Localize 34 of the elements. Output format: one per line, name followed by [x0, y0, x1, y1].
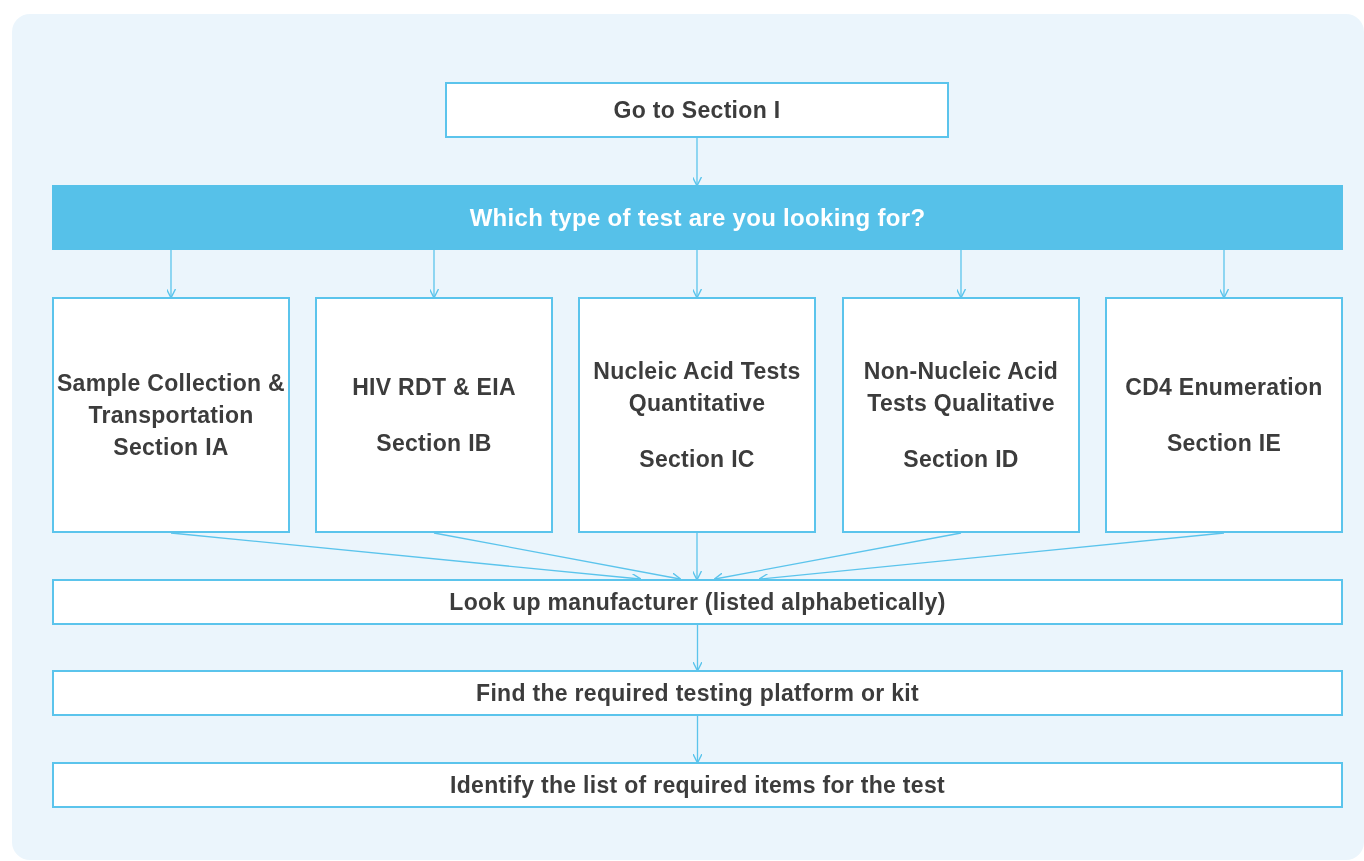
box-label: CD4 Enumeration [1125, 372, 1323, 402]
arrow [692, 624, 703, 672]
arrow [691, 249, 703, 299]
section-label: Section IB [376, 429, 492, 458]
process-box [52, 762, 1343, 808]
arrow [691, 532, 703, 581]
question-banner [52, 185, 1343, 250]
box-label: Non-Nucleic Acid Tests Qualitative [862, 356, 1060, 418]
arrow [692, 715, 703, 764]
process-box [842, 297, 1080, 533]
box-label: HIV RDT & EIA [352, 372, 516, 402]
process-box [52, 670, 1343, 716]
arrow [165, 249, 177, 299]
process-box [52, 297, 290, 533]
section-label: Section IE [1166, 429, 1282, 458]
process-box [52, 579, 1343, 625]
arrow [1218, 249, 1230, 299]
box-label: Go to Section I [613, 95, 781, 125]
box-label: Look up manufacturer (listed alphabetically) [449, 587, 946, 617]
box-label: Nucleic Acid Tests Quantitative [592, 356, 802, 418]
box-label: Which type of test are you looking for? [469, 202, 926, 233]
box-label: Find the required testing platform or kit [476, 678, 919, 708]
section-label: Section IC [639, 445, 755, 475]
process-box [315, 297, 553, 533]
box-label: Sample Collection & Transportation [55, 368, 287, 430]
section-label: Section ID [903, 445, 1019, 475]
arrow [428, 249, 440, 299]
section-label: Section IA [113, 433, 229, 463]
process-box [578, 297, 816, 533]
arrow [955, 249, 967, 299]
box-label: Identify the list of required items for the test [450, 770, 945, 800]
process-box [1105, 297, 1343, 533]
process-box [445, 82, 949, 138]
arrow [691, 137, 703, 187]
